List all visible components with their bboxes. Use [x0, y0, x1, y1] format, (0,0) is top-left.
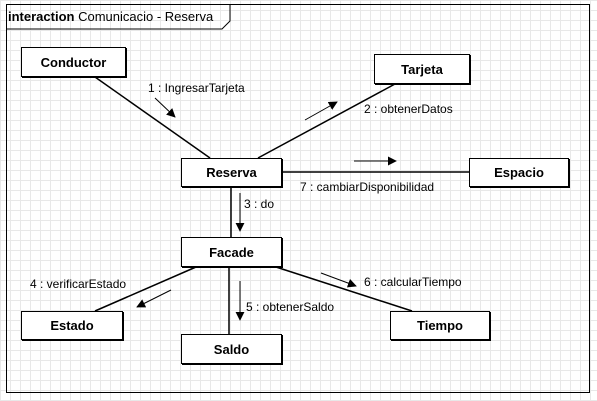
object-saldo[interactable]: Saldo	[181, 334, 282, 364]
frame-keyword: interaction	[8, 9, 75, 24]
frame-title: interaction Comunicacio - Reserva	[6, 4, 213, 29]
message-2-label: 2 : obtenerDatos	[364, 102, 453, 116]
frame-name: Comunicacio - Reserva	[78, 9, 214, 24]
msg6-arrow	[320, 272, 357, 288]
link-facade-tiempo	[275, 266, 413, 312]
object-tiempo[interactable]: Tiempo	[390, 311, 490, 340]
msg4-arrow	[136, 289, 172, 308]
frame-tab-outline	[6, 4, 231, 30]
message-4-label: 4 : verificarEstado	[30, 277, 127, 291]
message-3-label: 3 : do	[244, 197, 275, 211]
object-tarjeta[interactable]: Tarjeta	[374, 54, 470, 84]
message-5-label: 5 : obtenerSaldo	[246, 300, 335, 314]
object-conductor[interactable]: Conductor	[21, 47, 126, 77]
interaction-frame	[6, 4, 590, 393]
link-reserva-tarjeta	[257, 83, 396, 159]
object-facade[interactable]: Facade	[181, 237, 282, 267]
link-facade-estado	[94, 266, 197, 312]
message-6-label: 6 : calcularTiempo	[364, 275, 462, 289]
object-espacio[interactable]: Espacio	[469, 158, 569, 187]
message-1-label: 1 : IngresarTarjeta	[148, 81, 245, 95]
msg2-arrow	[304, 101, 338, 121]
msg1-arrow	[154, 97, 176, 118]
message-7-label: 7 : cambiarDisponibilidad	[300, 180, 435, 194]
object-reserva[interactable]: Reserva	[181, 158, 282, 187]
link-conductor-reserva	[94, 76, 211, 159]
object-estado[interactable]: Estado	[21, 311, 123, 340]
